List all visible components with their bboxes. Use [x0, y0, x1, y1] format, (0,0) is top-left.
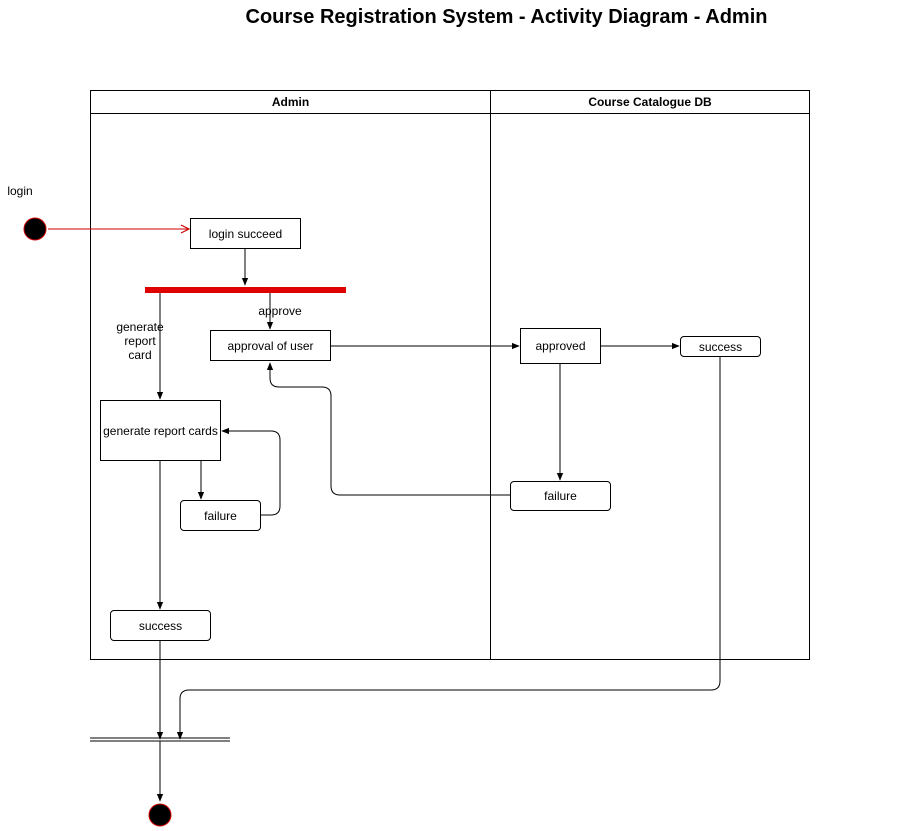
lane-header-course-catalogue-db: Course Catalogue DB: [588, 95, 712, 109]
edge-label-approve: approve: [258, 304, 302, 318]
edge-label-generate-report-card: generate report card: [116, 320, 164, 362]
edge-label-login: login: [7, 184, 33, 198]
node-login-succeed: login succeed: [190, 218, 301, 249]
node-generate-report-cards: generate report cards: [100, 400, 221, 461]
swimlane-pool: [90, 90, 810, 660]
edge-failure-to-approval: [266, 362, 510, 496]
initial-node: [23, 217, 47, 241]
edge-db-success-to-join: [176, 356, 721, 740]
fork-bar: [145, 287, 346, 293]
lane-header-admin: Admin: [271, 95, 310, 109]
diagram-title: Course Registration System - Activity Di…: [245, 6, 768, 28]
node-db-failure: failure: [510, 481, 611, 511]
node-db-success: success: [680, 336, 761, 357]
edge-failure-to-generate: [221, 427, 281, 516]
join-bar: [90, 737, 230, 742]
node-approval-of-user: approval of user: [210, 330, 331, 361]
node-admin-failure: failure: [180, 500, 261, 531]
node-admin-success: success: [110, 610, 211, 641]
node-approved: approved: [520, 328, 601, 364]
final-node: [148, 803, 172, 827]
